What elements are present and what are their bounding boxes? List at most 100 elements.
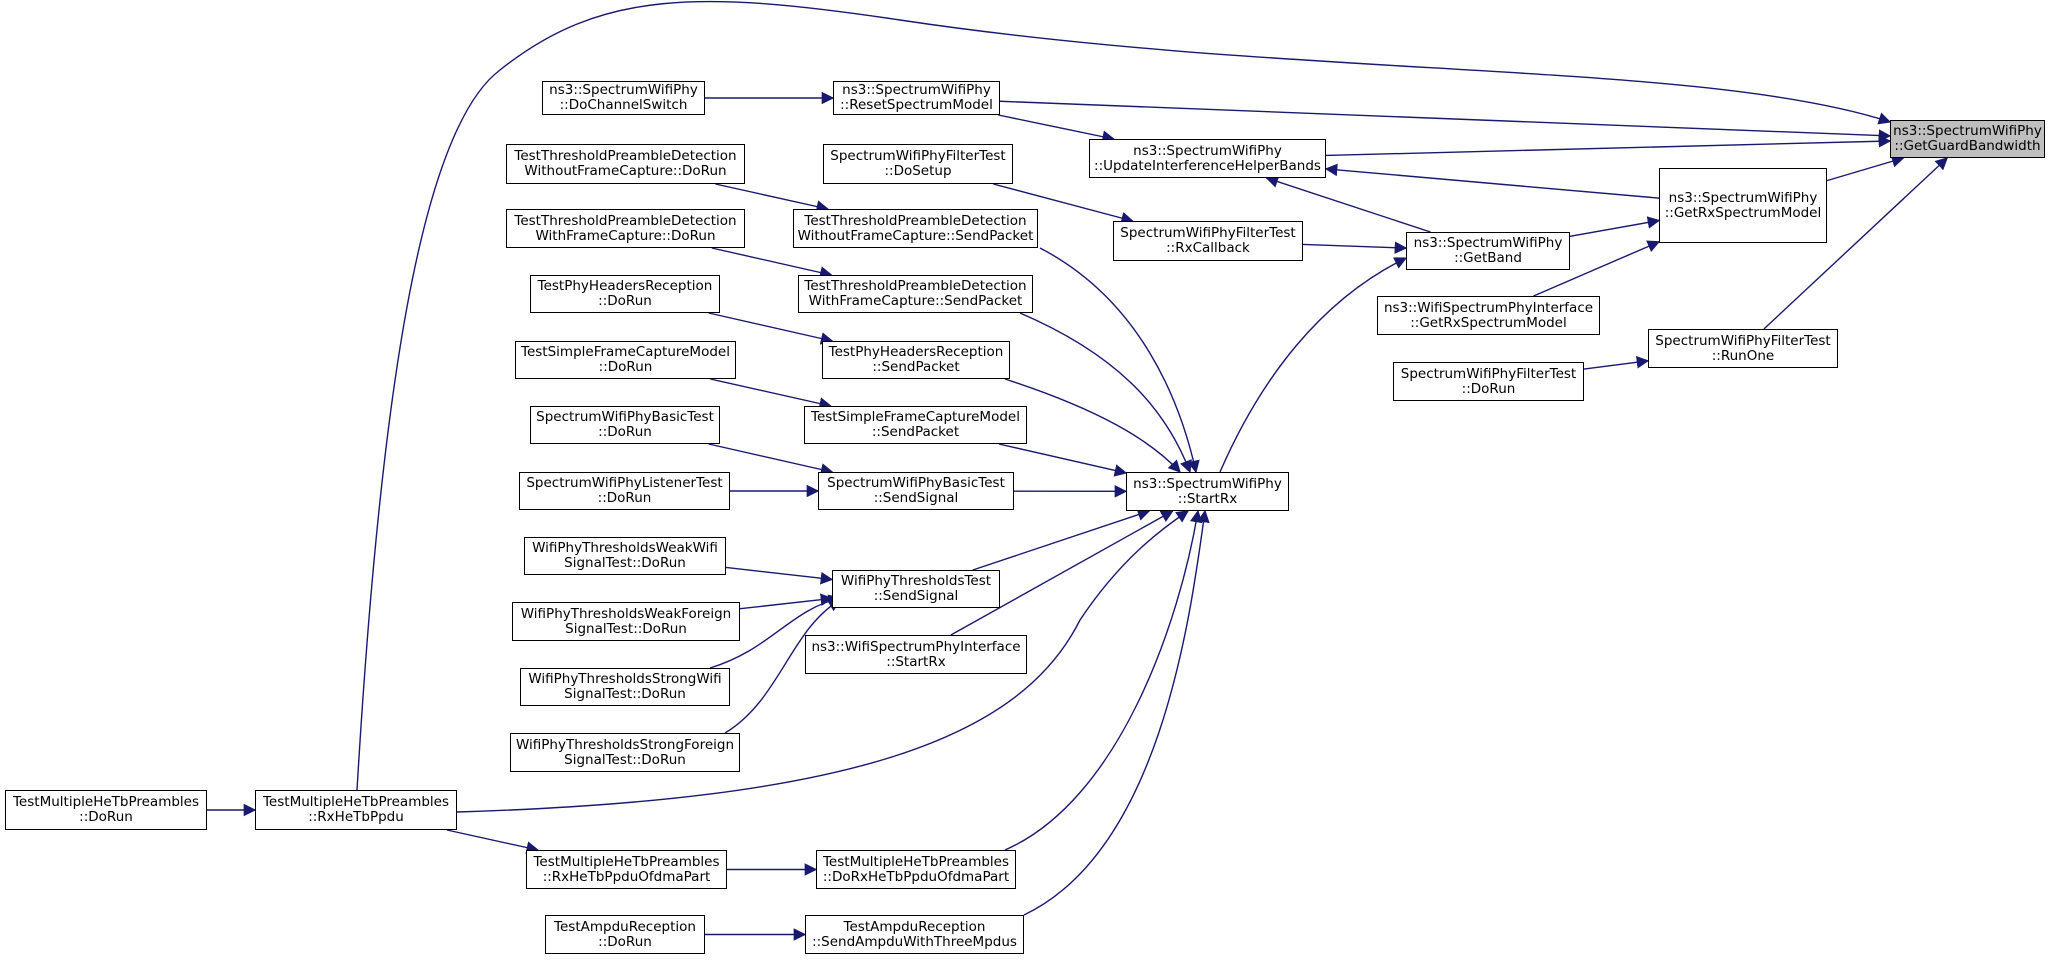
edge-hdr_send-to-startrx [1004, 378, 1181, 473]
node-label-line: SpectrumWifiPhyFilterTest [1400, 365, 1577, 382]
node-label-line: ::StartRx [1177, 490, 1238, 507]
node-thr-send[interactable]: WifiPhyThresholdsTest::SendSignal [832, 570, 1000, 608]
node-label-line: TestSimpleFrameCaptureModel [811, 409, 1020, 425]
node-label-line: ns3::SpectrumWifiPhy [1133, 475, 1282, 492]
edge-tpd_wo_dorun-to-tpd_wo_send [715, 183, 830, 213]
node-dosetup[interactable]: SpectrumWifiPhyFilterTest::DoSetup [823, 144, 1013, 184]
node-label-line: WithFrameCapture::DoRun [535, 227, 716, 244]
node-label-line: WifiPhyThresholdsStrongWifi [528, 671, 722, 687]
edge-tpd_w_send-to-startrx [1019, 312, 1192, 474]
node-label-line: ::RxHeTbPpduOfdmaPart [542, 868, 711, 885]
node-label-line: SpectrumWifiPhyBasicTest [536, 409, 714, 425]
edge-rxcallback-to-getband [1302, 241, 1408, 254]
node-label-line: ns3::SpectrumWifiPhy [549, 82, 698, 98]
edge-getrx-to-update [1324, 163, 1660, 199]
node-rxhe-ofdma[interactable]: TestMultipleHeTbPreambles::RxHeTbPpduOfd… [526, 850, 727, 889]
node-label-line: ::DoRun [598, 359, 653, 375]
edge-rxhe-to-root [356, 0, 1892, 791]
node-startrx[interactable]: ns3::SpectrumWifiPhy::StartRx [1126, 472, 1289, 511]
edge-update-to-root [1325, 134, 1892, 157]
node-label-line: ::DoRxHeTbPpduOfdmaPart [822, 868, 1010, 885]
edge-weakforeign_dorun-to-thr_send [739, 593, 834, 610]
node-filter-dorun[interactable]: SpectrumWifiPhyFilterTest::DoRun [1393, 362, 1584, 401]
node-sfc-dorun[interactable]: TestSimpleFrameCaptureModel::DoRun [515, 341, 736, 379]
node-label-line: ns3::WifiSpectrumPhyInterface [1383, 299, 1594, 316]
edge-dosetup-to-rxcallback [993, 183, 1134, 225]
node-label-line: TestMultipleHeTbPreambles [12, 794, 200, 810]
node-getband[interactable]: ns3::SpectrumWifiPhy::GetBand [1406, 232, 1570, 270]
node-label-line: TestThresholdPreambleDetection [514, 148, 737, 164]
edge-getband-to-update [1265, 175, 1431, 233]
node-label-line: ns3::SpectrumWifiPhy [1413, 235, 1563, 251]
edge-reset-to-root [999, 100, 1892, 142]
node-label-line: TestMultipleHeTbPreambles [533, 853, 720, 870]
node-label-line: ::SendSignal [873, 490, 959, 506]
node-label-line: ::SendSignal [873, 588, 959, 604]
node-label-line: ::SendPacket [871, 424, 960, 440]
node-hdr-dorun[interactable]: TestPhyHeadersReception::DoRun [530, 275, 720, 313]
node-label-line: ::StartRx [886, 653, 946, 670]
edge-wifiif_startrx-to-startrx [950, 510, 1174, 636]
node-label-line: ::DoRun [1461, 380, 1516, 397]
node-label-line: TestPhyHeadersReception [828, 344, 1004, 360]
node-getrx[interactable]: ns3::SpectrumWifiPhy::GetRxSpectrumModel [1659, 168, 1827, 243]
node-label-line: ::ResetSpectrumModel [840, 97, 993, 113]
node-hdr-send[interactable]: TestPhyHeadersReception::SendPacket [822, 341, 1010, 379]
node-label-line: ::DoRun [597, 490, 652, 506]
node-wifiif-getrx[interactable]: ns3::WifiSpectrumPhyInterface::GetRxSpec… [1377, 296, 1600, 335]
node-ampdu-dorun[interactable]: TestAmpduReception::DoRun [545, 915, 705, 954]
node-label-line: TestThresholdPreambleDetection [514, 212, 737, 229]
node-update[interactable]: ns3::SpectrumWifiPhy::UpdateInterference… [1089, 139, 1326, 178]
node-label-line: SpectrumWifiPhyFilterTest [1120, 225, 1296, 241]
node-label-line: WifiPhyThresholdsStrongForeign [515, 736, 735, 753]
node-label-line: ::DoChannelSwitch [559, 97, 688, 113]
node-basic-dorun[interactable]: SpectrumWifiPhyBasicTest::DoRun [530, 406, 720, 444]
node-label-line: ::SendAmpduWithThreeMpdus [812, 933, 1017, 950]
node-label-line: TestMultipleHeTbPreambles [262, 794, 450, 810]
node-multi-dorun[interactable]: TestMultipleHeTbPreambles::DoRun [5, 790, 207, 830]
node-label-line: SignalTest::DoRun [564, 751, 686, 768]
edge-startrx-to-getband [1219, 257, 1408, 473]
edge-strongwifi_dorun-to-thr_send [709, 594, 842, 669]
edge-tpd_wo_send-to-startrx [1039, 247, 1200, 474]
node-label-line: ns3::SpectrumWifiPhy [842, 82, 991, 98]
node-rxcallback[interactable]: SpectrumWifiPhyFilterTest::RxCallback [1113, 221, 1303, 261]
node-listener-dorun[interactable]: SpectrumWifiPhyListenerTest::DoRun [519, 472, 730, 510]
node-label-line: ::RunOne [1711, 347, 1775, 364]
node-root: ns3::SpectrumWifiPhy::GetGuardBandwidth [1890, 120, 2045, 158]
node-reset[interactable]: ns3::SpectrumWifiPhy::ResetSpectrumModel [833, 81, 1000, 115]
node-label-line: SignalTest::DoRun [564, 686, 686, 702]
node-basic-send[interactable]: SpectrumWifiPhyBasicTest::SendSignal [818, 472, 1014, 510]
node-label-line: WifiPhyThresholdsWeakForeign [520, 605, 732, 622]
edge-reset-to-update [998, 114, 1115, 143]
node-dochan[interactable]: ns3::SpectrumWifiPhy::DoChannelSwitch [542, 81, 705, 115]
node-runone[interactable]: SpectrumWifiPhyFilterTest::RunOne [1648, 329, 1838, 368]
edge-ampdu_send-to-startrx [1023, 509, 1210, 916]
node-label-line: WithoutFrameCapture::SendPacket [797, 227, 1034, 244]
node-dorxhe[interactable]: TestMultipleHeTbPreambles::DoRxHeTbPpduO… [816, 850, 1016, 889]
node-label-line: ::SendPacket [872, 359, 960, 375]
node-wifiif-startrx[interactable]: ns3::WifiSpectrumPhyInterface::StartRx [805, 635, 1027, 674]
node-ampdu-send[interactable]: TestAmpduReception::SendAmpduWithThreeMp… [805, 915, 1024, 954]
node-label-line: ::UpdateInterferenceHelperBands [1094, 157, 1321, 174]
node-label-line: ::DoRun [79, 809, 133, 825]
node-label-line: TestThresholdPreambleDetection [804, 278, 1027, 294]
node-label-line: ::DoRun [598, 933, 652, 950]
node-label-line: ns3::WifiSpectrumPhyInterface [811, 638, 1021, 655]
node-label-line: SpectrumWifiPhyFilterTest [830, 148, 1006, 164]
node-sfc-send[interactable]: TestSimpleFrameCaptureModel::SendPacket [804, 406, 1027, 444]
edge-sfc_send-to-startrx [998, 443, 1128, 477]
edge-runone-to-root [1763, 157, 1949, 330]
node-rxhe[interactable]: TestMultipleHeTbPreambles::RxHeTbPpdu [255, 790, 457, 830]
node-label-line: SpectrumWifiPhyListenerTest [526, 475, 723, 491]
